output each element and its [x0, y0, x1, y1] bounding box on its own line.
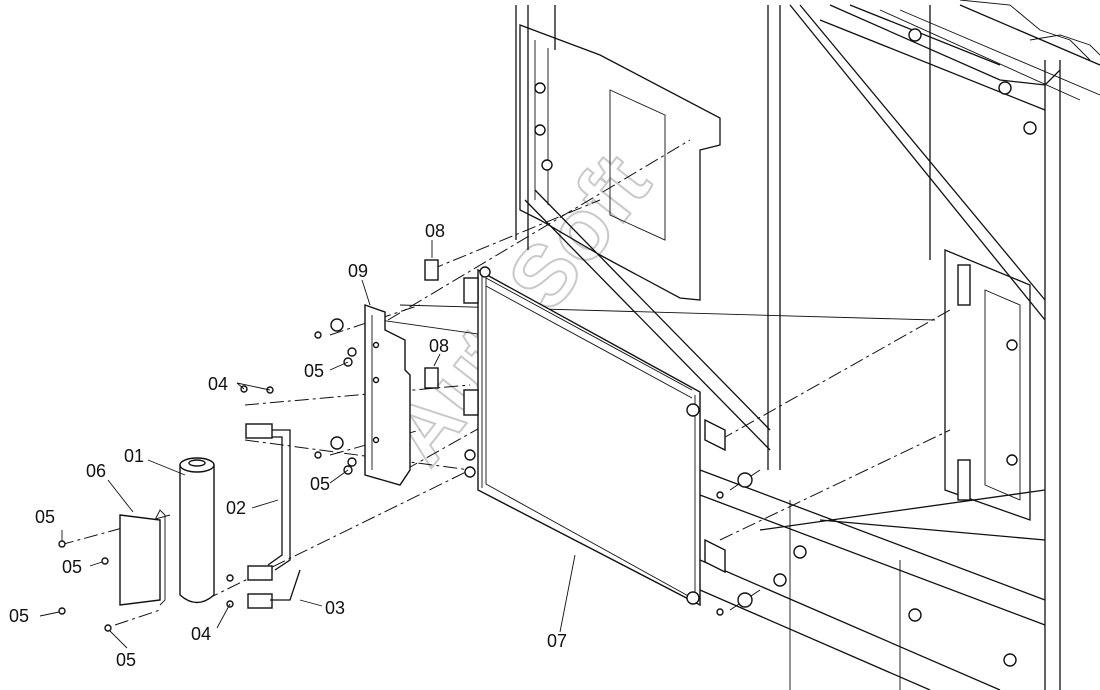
condenser-part [463, 266, 753, 616]
callout-09: 09 [348, 261, 368, 281]
callout-05-b: 05 [62, 557, 82, 577]
callout-05-a: 05 [35, 507, 55, 527]
callout-03: 03 [325, 598, 345, 618]
callout-06: 06 [86, 461, 106, 481]
callout-05-d: 05 [116, 650, 136, 670]
callout-04-upper: 04 [208, 374, 228, 394]
receiver-drier-part [179, 457, 215, 604]
pipe-part [245, 423, 301, 609]
callout-08-lower: 08 [429, 336, 449, 356]
callout-08-upper: 08 [425, 221, 445, 241]
leader-lines [39, 240, 576, 649]
callout-02: 02 [226, 498, 246, 518]
clamp-part [119, 509, 166, 606]
plate-lower [424, 367, 439, 389]
small-bolts [58, 385, 274, 632]
callout-01: 01 [124, 446, 144, 466]
callout-05-e: 05 [304, 361, 324, 381]
frame-structure [379, 0, 1100, 690]
callout-04-lower: 04 [191, 624, 211, 644]
plate-upper [424, 259, 439, 281]
callout-05-c: 05 [9, 606, 29, 626]
callout-05-f: 05 [310, 474, 330, 494]
callout-07: 07 [547, 631, 567, 651]
bracket-part [364, 304, 411, 486]
bolts-05-set [314, 318, 357, 475]
